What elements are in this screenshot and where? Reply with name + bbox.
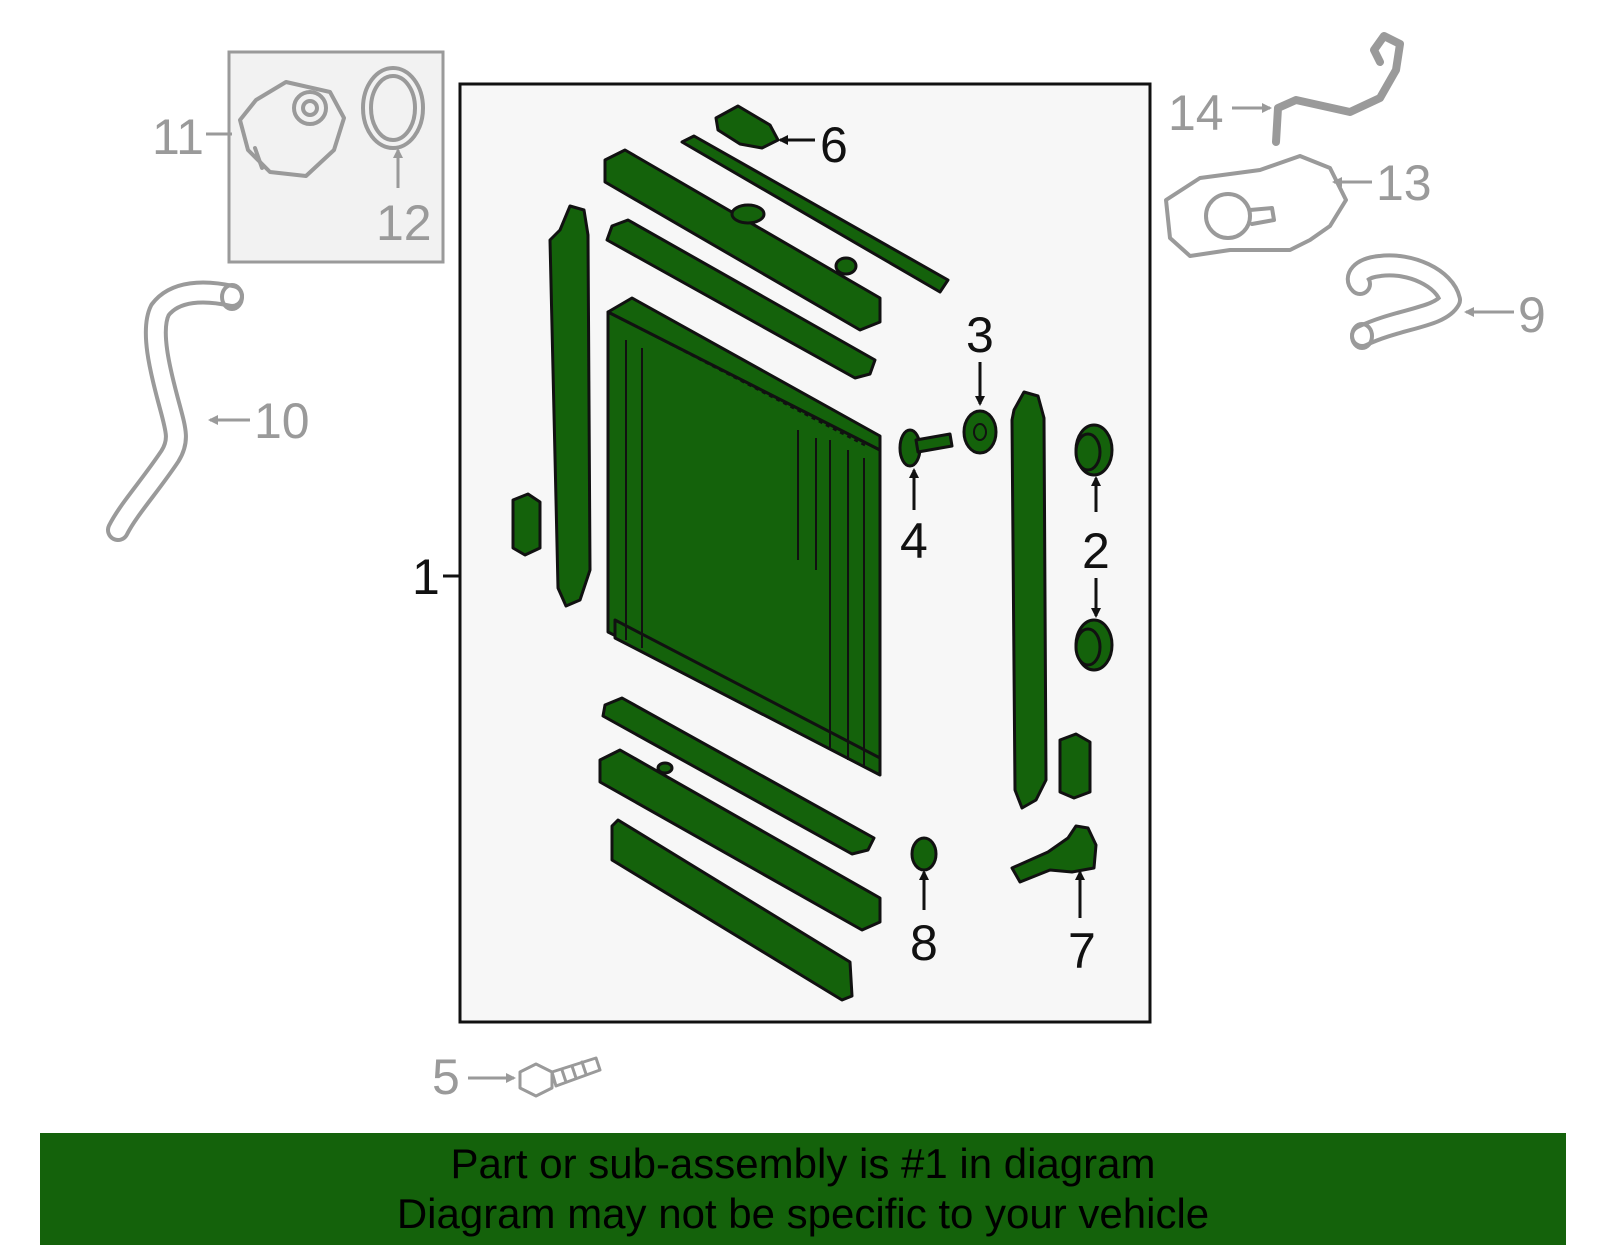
- left-support-icon: [548, 204, 592, 608]
- callout-5: 5: [432, 1049, 460, 1105]
- upper-tank-icon: [603, 148, 882, 332]
- radiator-cap-icon: [714, 104, 780, 150]
- drain-plug-icon: [910, 836, 938, 872]
- bypass-pipe-icon: [1272, 32, 1404, 146]
- callout-12: 12: [376, 195, 432, 251]
- callout-6: 6: [820, 117, 848, 173]
- callout-8: 8: [910, 915, 938, 971]
- lower-seal-icon: [601, 696, 876, 856]
- banner-line-1: Part or sub-assembly is #1 in diagram: [450, 1140, 1156, 1187]
- callout-1: 1: [412, 549, 440, 605]
- upper-seal-icon: [605, 218, 877, 380]
- cushion-2-lower-icon: [1074, 618, 1114, 672]
- right-support-icon: [1010, 390, 1048, 810]
- thermostat-housing-icon: [238, 80, 346, 178]
- callout-10: 10: [254, 393, 310, 449]
- pin-4-icon: [898, 428, 954, 468]
- radiator-core-icon: [606, 296, 882, 777]
- callout-4: 4: [900, 513, 928, 569]
- banner-line-2: Diagram may not be specific to your vehi…: [396, 1190, 1210, 1237]
- callout-9: 9: [1518, 287, 1546, 343]
- cushion-2-upper-icon: [1074, 423, 1114, 477]
- drain-cock-icon: [1010, 824, 1098, 884]
- callout-14: 14: [1168, 85, 1224, 141]
- lower-tank-icon: [598, 748, 882, 932]
- bolt-icon: [518, 1056, 602, 1098]
- water-pump-housing-icon: [1164, 154, 1348, 258]
- callout-7: 7: [1068, 923, 1096, 979]
- right-block-icon: [1058, 732, 1092, 800]
- left-block-icon: [511, 492, 542, 557]
- callout-2: 2: [1082, 523, 1110, 579]
- top-strip-icon: [680, 134, 950, 294]
- disclaimer-banner: Part or sub-assembly is #1 in diagram Di…: [40, 1133, 1566, 1245]
- callout-3: 3: [966, 307, 994, 363]
- callout-11: 11: [152, 109, 204, 165]
- callout-13: 13: [1376, 155, 1432, 211]
- bottom-strip-icon: [610, 818, 854, 1002]
